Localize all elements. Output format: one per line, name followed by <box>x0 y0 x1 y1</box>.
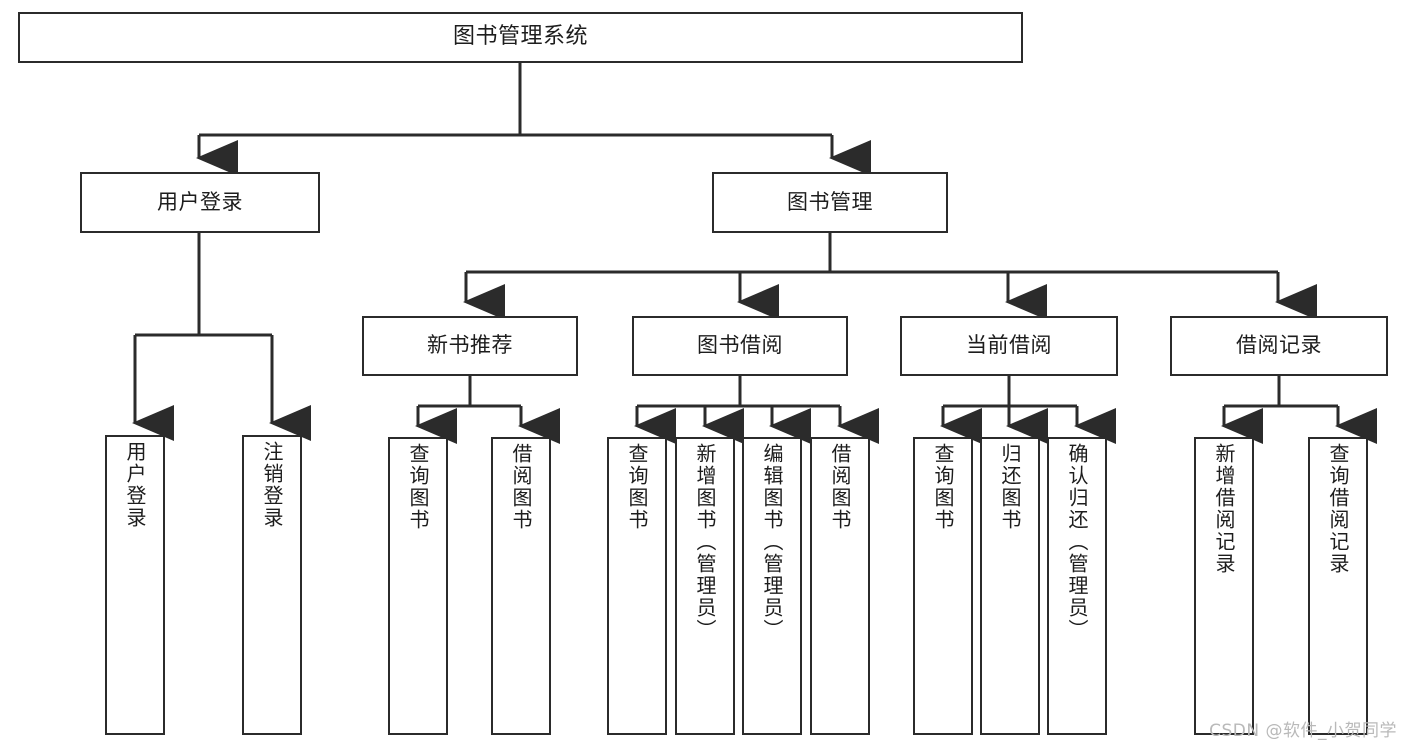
leaf-recommend-borrow-book[interactable]: 借阅图书 <box>491 437 551 735</box>
leaf-records-query-record[interactable]: 查询借阅记录 <box>1308 437 1368 735</box>
node-label: 当前借阅 <box>966 333 1052 358</box>
node-label: 查询借阅记录 <box>1326 443 1350 575</box>
node-label: 图书管理 <box>787 189 873 214</box>
leaf-current-query-book[interactable]: 查询图书 <box>913 437 973 735</box>
leaf-borrow-borrow-book[interactable]: 借阅图书 <box>810 437 870 735</box>
node-label: 用户登录 <box>123 441 147 529</box>
leaf-user-logout[interactable]: 注销登录 <box>242 435 302 735</box>
node-label: 新增图书（管理员） <box>693 443 717 641</box>
leaf-current-confirm-return-admin[interactable]: 确认归还（管理员） <box>1047 437 1107 735</box>
node-label: 新增借阅记录 <box>1212 443 1236 575</box>
node-label: 查询图书 <box>406 443 430 531</box>
node-label: 确认归还（管理员） <box>1065 443 1089 641</box>
leaf-current-return-book[interactable]: 归还图书 <box>980 437 1040 735</box>
leaf-borrow-query-book[interactable]: 查询图书 <box>607 437 667 735</box>
node-borrow-records[interactable]: 借阅记录 <box>1170 316 1388 376</box>
leaf-borrow-edit-book-admin[interactable]: 编辑图书（管理员） <box>742 437 802 735</box>
node-label: 图书借阅 <box>697 333 783 358</box>
node-label: 查询图书 <box>931 443 955 531</box>
node-book-borrow[interactable]: 图书借阅 <box>632 316 848 376</box>
node-root-system[interactable]: 图书管理系统 <box>18 12 1023 63</box>
leaf-records-add-record[interactable]: 新增借阅记录 <box>1194 437 1254 735</box>
node-current-borrow[interactable]: 当前借阅 <box>900 316 1118 376</box>
leaf-user-login[interactable]: 用户登录 <box>105 435 165 735</box>
node-label: 查询图书 <box>625 443 649 531</box>
node-label: 注销登录 <box>260 441 284 529</box>
watermark-text: CSDN @软件_小贺同学 <box>1209 721 1397 741</box>
leaf-recommend-query-book[interactable]: 查询图书 <box>388 437 448 735</box>
leaf-borrow-add-book-admin[interactable]: 新增图书（管理员） <box>675 437 735 735</box>
node-label: 归还图书 <box>998 443 1022 531</box>
node-book-management[interactable]: 图书管理 <box>712 172 948 233</box>
node-label: 编辑图书（管理员） <box>760 443 784 641</box>
node-label: 图书管理系统 <box>452 24 588 50</box>
node-label: 用户登录 <box>157 189 243 214</box>
node-label: 借阅图书 <box>828 443 852 531</box>
node-label: 新书推荐 <box>427 333 513 358</box>
node-label: 借阅记录 <box>1236 333 1322 358</box>
node-label: 借阅图书 <box>509 443 533 531</box>
node-user-login[interactable]: 用户登录 <box>80 172 320 233</box>
node-new-book-recommend[interactable]: 新书推荐 <box>362 316 578 376</box>
